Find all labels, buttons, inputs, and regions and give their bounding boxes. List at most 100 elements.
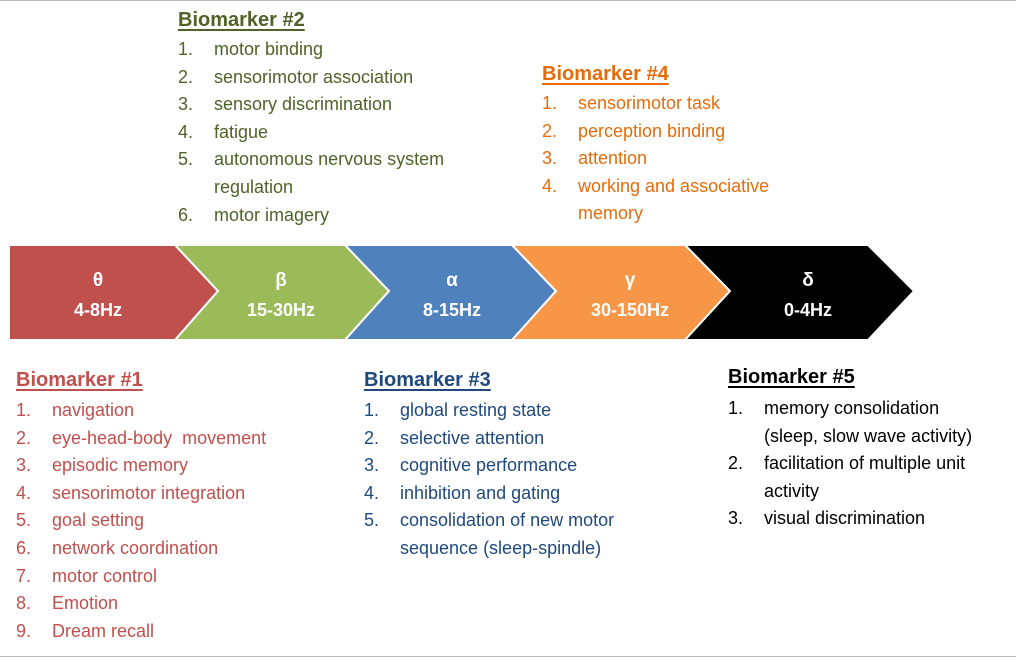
list-text: network coordination — [52, 537, 219, 558]
list-item: 1. global resting state — [364, 397, 614, 425]
band-delta: δ 0-4Hz — [682, 244, 916, 341]
list-number: 1. — [364, 400, 380, 420]
list-item: 1.memory consolidation(sleep, slow wave … — [728, 395, 972, 450]
list-item: 5. goal setting — [16, 507, 266, 535]
list-text: Emotion — [52, 593, 119, 614]
list-number: 2. — [728, 453, 744, 474]
list-text: inhibition and gating — [400, 482, 561, 503]
list-text: visual discrimination — [764, 508, 926, 529]
list-text: global resting state — [400, 400, 552, 420]
list-number: 2. — [542, 120, 558, 141]
list-item: 6.motor imagery — [178, 202, 444, 230]
list-item: 4. fatigue — [178, 119, 444, 147]
list-number: 3. — [728, 508, 744, 529]
list-item: 1. motor binding — [178, 36, 444, 64]
list-number: 4. — [16, 482, 32, 503]
list-text: cognitive performance — [400, 455, 578, 476]
list-text: goal setting — [52, 510, 145, 531]
list-number: 3. — [16, 455, 32, 476]
list-text: fatigue — [214, 121, 269, 142]
list-number: 4. — [542, 175, 558, 196]
list-text: sensorimotor integration — [52, 482, 246, 503]
list-number: 3. — [178, 94, 194, 115]
list-text-continued: regulation — [214, 176, 294, 197]
list-text: navigation — [52, 400, 135, 420]
band-beta-range: 15-30Hz — [247, 300, 315, 320]
list-item: 4. inhibition and gating — [364, 480, 614, 508]
biomarker-2-block: Biomarker #2 1.motor binding 2.sensorimo… — [178, 8, 444, 229]
list-text: consolidation of new motor — [400, 510, 615, 531]
band-theta-range: 4-8Hz — [74, 300, 122, 320]
band-delta-chevron — [682, 244, 916, 341]
list-number: 1. — [178, 39, 194, 59]
band-alpha-range: 8-15Hz — [423, 300, 481, 320]
list-number: 2. — [178, 66, 194, 87]
list-number: 9. — [16, 620, 32, 641]
list-number: 1. — [728, 398, 744, 418]
list-text: motor imagery — [214, 204, 330, 225]
list-text: autonomous nervous system — [214, 149, 445, 170]
biomarker-3-title: Biomarker #3 — [364, 369, 491, 391]
list-number: 6. — [16, 537, 32, 558]
list-item: 7. motor control — [16, 563, 266, 591]
list-item: 3. attention — [542, 145, 769, 173]
list-text: perception binding — [578, 120, 726, 141]
list-number: 5. — [16, 510, 32, 531]
biomarker-4-title: Biomarker #4 — [542, 63, 669, 85]
list-item: 6. network coordination — [16, 535, 266, 563]
list-text-continued: memory — [578, 203, 644, 224]
biomarker-5-list: 1.memory consolidation(sleep, slow wave … — [728, 395, 972, 533]
biomarker-4-block: Biomarker #4 1. sensorimotor task 2. perce… — [542, 62, 769, 228]
band-theta: θ 4-8Hz — [8, 244, 220, 341]
band-delta-range: 0-4Hz — [784, 300, 832, 320]
list-text: motor control — [52, 565, 158, 586]
band-gamma-range: 30-150Hz — [591, 300, 669, 320]
list-text: sensory discrimination — [214, 94, 393, 115]
list-number: 4. — [364, 482, 380, 503]
list-item: 5. autonomous nervous system regulation — [178, 146, 444, 201]
list-item: 3. visual discrimination — [728, 505, 972, 533]
band-alpha: α 8-15Hz — [342, 244, 558, 341]
list-text: sensorimotor task — [578, 93, 721, 113]
list-text: selective attention — [400, 427, 545, 448]
list-item: 4. working and associative memory — [542, 173, 769, 228]
list-item: 2. selective attention — [364, 425, 614, 453]
list-number: 4. — [178, 121, 194, 142]
list-text: motor binding — [214, 39, 324, 59]
list-text: sensorimotor association — [214, 66, 414, 87]
list-text: eye-head-body movement — [52, 427, 267, 448]
list-text: memory consolidation — [764, 398, 940, 418]
list-text: facilitation of multiple unit — [764, 453, 966, 474]
list-number: 7. — [16, 565, 32, 586]
list-number: 5. — [178, 149, 194, 170]
band-delta-symbol: δ — [802, 270, 814, 291]
band-beta-symbol: β — [275, 270, 287, 291]
list-number: 1. — [16, 400, 32, 420]
list-text-continued: sequence (sleep-spindle) — [400, 537, 602, 558]
list-number: 2. — [364, 427, 380, 448]
list-number: 3. — [364, 455, 380, 476]
list-text: attention — [578, 148, 648, 169]
list-item: 3. episodic memory — [16, 452, 266, 480]
biomarker-1-block: Biomarker #1 1. navigation 2. eye-head-bod… — [16, 368, 266, 645]
bottom-border-line — [0, 656, 1016, 657]
list-text: Dream recall — [52, 620, 155, 641]
biomarker-1-title: Biomarker #1 — [16, 369, 143, 391]
band-theta-symbol: θ — [93, 270, 103, 291]
list-text: working and associative — [578, 175, 770, 196]
list-number: 3. — [542, 148, 558, 169]
biomarker-5-block: Biomarker #5 1.memory consolidation(slee… — [728, 365, 972, 533]
list-number: 1. — [542, 93, 558, 113]
list-text: episodic memory — [52, 455, 189, 476]
list-item: 2. sensorimotor association — [178, 64, 444, 92]
biomarker-3-list: 1. global resting state 2. selective atten… — [364, 397, 614, 563]
list-number: 2. — [16, 427, 32, 448]
list-item: 8.Emotion — [16, 590, 266, 618]
list-item: 2. perception binding — [542, 118, 769, 146]
band-beta: β 15-30Hz — [172, 244, 391, 341]
biomarker-2-list: 1. motor binding 2. sensorimotor associati… — [178, 36, 444, 229]
list-item: 3. cognitive performance — [364, 452, 614, 480]
